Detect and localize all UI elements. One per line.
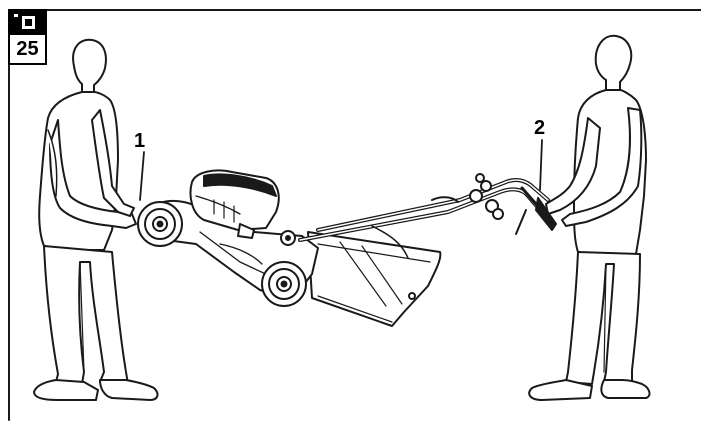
rear-wheel [261,261,307,307]
mower-handle [298,173,557,259]
callout-1-leader [139,151,145,201]
left-person-figure [33,38,159,401]
front-wheel [137,201,183,247]
lawnmower [137,169,557,327]
figure-number: 25 [16,38,39,60]
callout-label-2: 2 [534,117,546,139]
callout-2-leader [539,139,543,191]
callout-label-1: 1 [134,130,146,152]
right-person-figure [528,34,651,401]
camera-icon [10,11,45,35]
figure-badge: 25 [8,9,47,65]
